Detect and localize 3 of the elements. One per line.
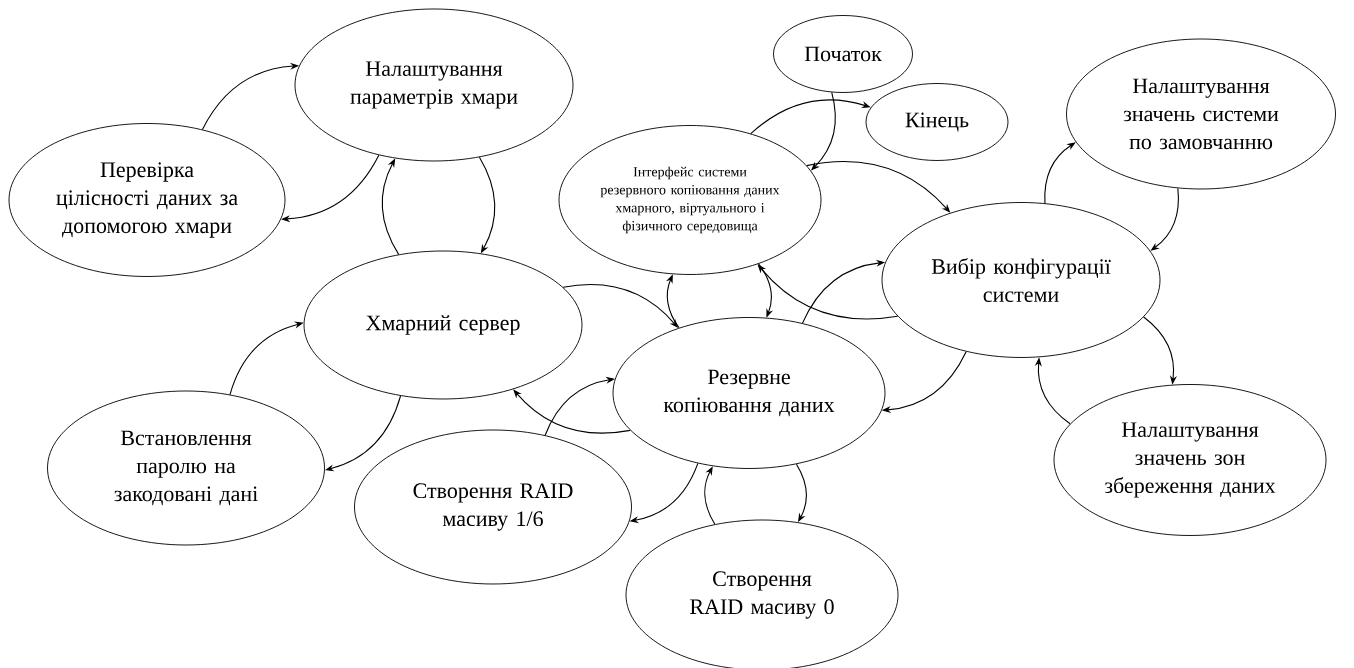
arrow (513, 389, 631, 434)
arrow (1044, 142, 1076, 204)
arrow (757, 264, 899, 320)
